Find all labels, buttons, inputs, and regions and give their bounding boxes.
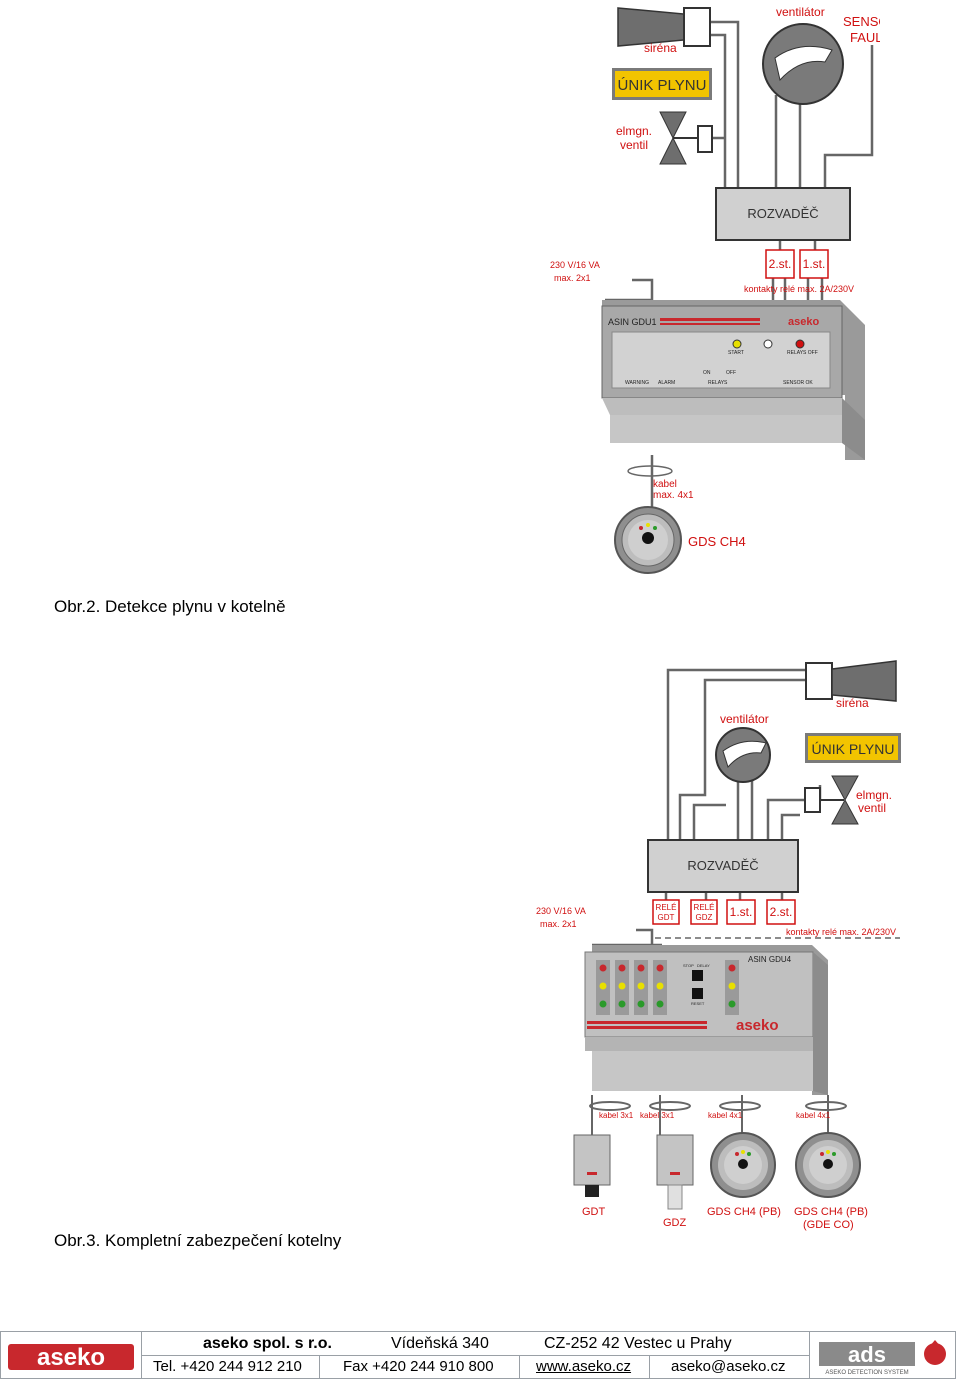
gds-label-1: GDS CH4 (PB) (707, 1206, 781, 1218)
gds-label-2b: (GDE CO) (803, 1219, 854, 1231)
stage2-label: 2.st. (769, 257, 792, 271)
company-website-link[interactable]: www.aseko.cz (536, 1358, 632, 1375)
siren-icon (805, 660, 897, 702)
gdu4-model-label: ASIN GDU4 (748, 955, 792, 964)
relay-gdt-label-1: RELÉ (656, 903, 677, 912)
switchboard-box (647, 839, 799, 893)
relays-off-label: RELAYS OFF (787, 350, 818, 356)
stage1-label: 1.st. (730, 905, 753, 919)
gdu1-brand: aseko (788, 316, 819, 328)
aseko-logo-text: aseko (37, 1344, 105, 1371)
gds-label-2a: GDS CH4 (PB) (794, 1206, 868, 1218)
company-phone: Tel. +420 244 912 210 (153, 1358, 302, 1375)
company-email: aseko@aseko.cz (671, 1358, 786, 1375)
sensor-fault-label-1: SENSOR (843, 14, 880, 29)
gdu1-model-label: ASIN GDU1 (608, 317, 657, 327)
power-label-1: 230 V/16 VA (550, 260, 600, 270)
siren-label: siréna (644, 41, 677, 55)
cable-label-gdz: kabel 3x1 (640, 1111, 675, 1120)
gdt-sensor-icon (573, 1134, 611, 1197)
stage2-label: 2.st. (770, 905, 793, 919)
company-street: Vídeňská 340 (391, 1335, 489, 1352)
valve-icon (659, 111, 713, 165)
valve-label-1: elmgn. (856, 788, 892, 802)
fan-icon (715, 727, 771, 783)
gdt-label: GDT (582, 1206, 606, 1218)
relay-gdt-label-2: GDT (658, 913, 675, 922)
aseko-logo: aseko (5, 1337, 137, 1375)
gdz-label: GDZ (663, 1217, 687, 1229)
relay-gdz-label-2: GDZ (696, 913, 713, 922)
fan-label: ventilátor (776, 5, 825, 19)
valve-label-1: elmgn. (616, 124, 652, 138)
gas-leak-sign: ÚNIK PLYNU (805, 733, 901, 763)
boiler-room-detection-diagram: siréna ÚNIK PLYNU elmgn. ventil ventilát… (550, 5, 880, 574)
cable-label-gdt: kabel 3x1 (599, 1111, 634, 1120)
delay-label: DELAY (697, 963, 710, 968)
on-label: ON (703, 370, 711, 376)
company-fax: Fax +420 244 910 800 (343, 1358, 494, 1375)
gdu1-unit (601, 300, 865, 460)
gas-sensor-icon (614, 506, 682, 574)
switchboard-label: ROZVADĚČ (747, 206, 818, 221)
sensor-fault-label-2: FAULT (850, 30, 880, 45)
siren-label: siréna (836, 696, 869, 710)
ads-logo-text: ads (848, 1342, 886, 1367)
reset-label: RESET (691, 1001, 705, 1006)
gas-sensor-icon (710, 1132, 776, 1198)
figure-caption-2: Obr.3. Kompletní zabezpečení kotelny (54, 1231, 342, 1250)
ads-logo-subtitle: ASEKO DETECTION SYSTEM (825, 1370, 908, 1376)
relay-gdz-label-1: RELÉ (694, 903, 715, 912)
valve-icon (804, 775, 859, 825)
ads-logo: ads ASEKO DETECTION SYSTEM (811, 1334, 955, 1378)
fan-label: ventilátor (720, 712, 769, 726)
gas-leak-label: ÚNIK PLYNU (618, 77, 707, 94)
figure-caption-1: Obr.2. Detekce plynu v kotelně (54, 597, 286, 616)
gas-sensor-icon (795, 1132, 861, 1198)
cable-label-2: max. 4x1 (653, 490, 694, 501)
fan-icon (762, 23, 844, 105)
siren-icon (617, 7, 711, 47)
stage1-label: 1.st. (803, 257, 826, 271)
cable-label-1: kabel (653, 479, 677, 490)
warning-label: WARNING (625, 380, 649, 386)
relay-contacts-label: kontakty relé max. 2A/230V (786, 927, 896, 937)
relay-contacts-label: kontakty relé max. 2A/230V (744, 284, 854, 294)
company-city: CZ-252 42 Vestec u Prahy (544, 1335, 732, 1352)
gdz-sensor-icon (656, 1134, 694, 1210)
switchboard-label: ROZVADĚČ (687, 858, 758, 873)
cable-label-gds-2: kabel 4x1 (796, 1111, 831, 1120)
switchboard-box (715, 187, 851, 241)
gas-leak-label: ÚNIK PLYNU (812, 741, 895, 757)
complete-boiler-protection-diagram: siréna ventilátor ÚNIK PLYNU elmgn. vent… (536, 660, 901, 1231)
power-label-2: max. 2x1 (540, 919, 577, 929)
off-label: OFF (726, 370, 736, 376)
stop-label: STOP (683, 963, 694, 968)
company-name: aseko spol. s r.o. (203, 1335, 332, 1352)
valve-label-2: ventil (620, 138, 648, 152)
cable-label-gds-1: kabel 4x1 (708, 1111, 743, 1120)
gas-leak-sign: ÚNIK PLYNU (612, 68, 712, 100)
valve-label-2: ventil (858, 801, 886, 815)
gas-sensor-label: GDS CH4 (688, 534, 746, 549)
gdu4-brand: aseko (736, 1017, 779, 1034)
power-label-2: max. 2x1 (554, 273, 591, 283)
power-label-1: 230 V/16 VA (536, 906, 586, 916)
alarm-label: ALARM (658, 380, 675, 386)
start-label: START (728, 350, 744, 356)
gdu4-unit (584, 945, 828, 1095)
relays-label: RELAYS (708, 380, 728, 386)
company-footer: aseko aseko spol. s r.o. Vídeňská 340 CZ… (0, 1331, 956, 1379)
sensor-ok-label: SENSOR OK (783, 380, 813, 386)
